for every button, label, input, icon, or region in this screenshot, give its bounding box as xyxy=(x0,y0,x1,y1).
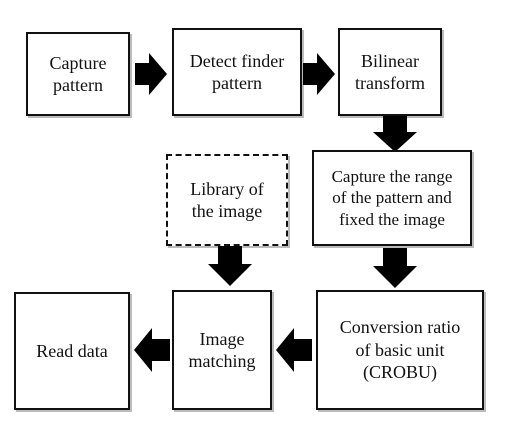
arrow-left-2 xyxy=(276,328,312,372)
detect-finder-label: Detect finder pattern xyxy=(189,50,285,94)
bilinear-node: Bilinear transform xyxy=(338,28,442,116)
arrow-left-1 xyxy=(134,328,170,372)
capture-pattern-label: Capture pattern xyxy=(49,52,107,96)
arrow-down-3 xyxy=(373,248,417,288)
library-node: Library of the image xyxy=(166,154,288,246)
arrow-right-1 xyxy=(135,53,167,95)
capture-pattern-node: Capture pattern xyxy=(26,32,130,116)
read-data-label: Read data xyxy=(36,340,108,361)
detect-finder-node: Detect finder pattern xyxy=(172,28,302,116)
read-data-node: Read data xyxy=(14,292,130,410)
library-label: Library of the image xyxy=(190,178,264,222)
arrow-down-1 xyxy=(373,116,417,152)
image-matching-label: Image matching xyxy=(188,328,256,372)
arrow-down-2 xyxy=(208,246,252,286)
capture-range-node: Capture the range of the pattern and fix… xyxy=(312,150,472,246)
conversion-node: Conversion ratio of basic unit (CROBU) xyxy=(316,290,484,410)
arrow-right-2 xyxy=(303,53,335,95)
conversion-label: Conversion ratio of basic unit (CROBU) xyxy=(339,317,461,383)
bilinear-label: Bilinear transform xyxy=(355,50,425,94)
image-matching-node: Image matching xyxy=(172,290,272,410)
capture-range-label: Capture the range of the pattern and fix… xyxy=(331,167,453,229)
